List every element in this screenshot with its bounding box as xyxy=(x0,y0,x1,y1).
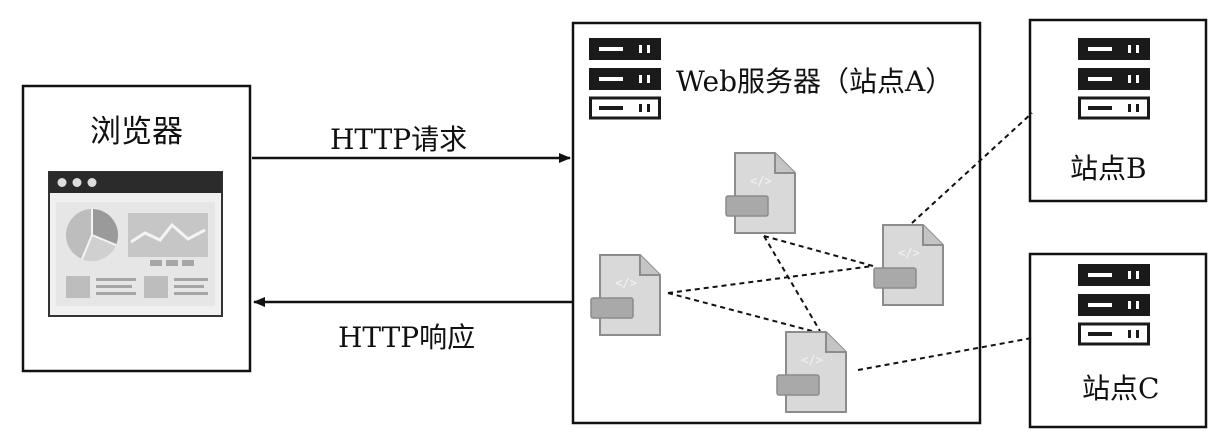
pie-chart-icon xyxy=(66,209,118,261)
browser-box xyxy=(21,84,252,373)
link-line xyxy=(763,235,874,267)
window-dot-icon xyxy=(87,178,97,187)
web-server-box xyxy=(571,21,982,425)
site-b-label: 站点B xyxy=(1070,152,1147,185)
window-dot-icon xyxy=(57,178,67,187)
site-b-box xyxy=(1028,18,1208,203)
code-page-icon[interactable] xyxy=(590,254,661,336)
page-links xyxy=(667,112,1033,371)
link-line xyxy=(667,265,874,294)
link-line xyxy=(911,112,1033,224)
window-dot-icon xyxy=(72,178,82,187)
browser-window-illustration xyxy=(48,171,223,317)
link-line xyxy=(667,292,813,332)
server-icon xyxy=(1078,38,1150,120)
server-icon xyxy=(589,38,661,120)
link-line xyxy=(763,235,821,332)
site-c-label: 站点C xyxy=(1082,372,1160,405)
code-page-icon[interactable] xyxy=(725,152,796,234)
link-line xyxy=(857,337,1033,371)
code-page-icon[interactable] xyxy=(873,224,944,306)
line-chart-icon xyxy=(128,213,208,266)
web-server-title: Web服务器（站点A） xyxy=(676,65,954,98)
code-page-icon[interactable] xyxy=(776,331,847,413)
request-label: HTTP请求 xyxy=(330,123,468,156)
browser-title: 浏览器 xyxy=(90,114,183,150)
content-blocks-icon xyxy=(66,276,208,298)
response-label: HTTP响应 xyxy=(338,321,476,354)
site-c-box xyxy=(1028,252,1208,429)
server-icon xyxy=(1078,264,1150,346)
